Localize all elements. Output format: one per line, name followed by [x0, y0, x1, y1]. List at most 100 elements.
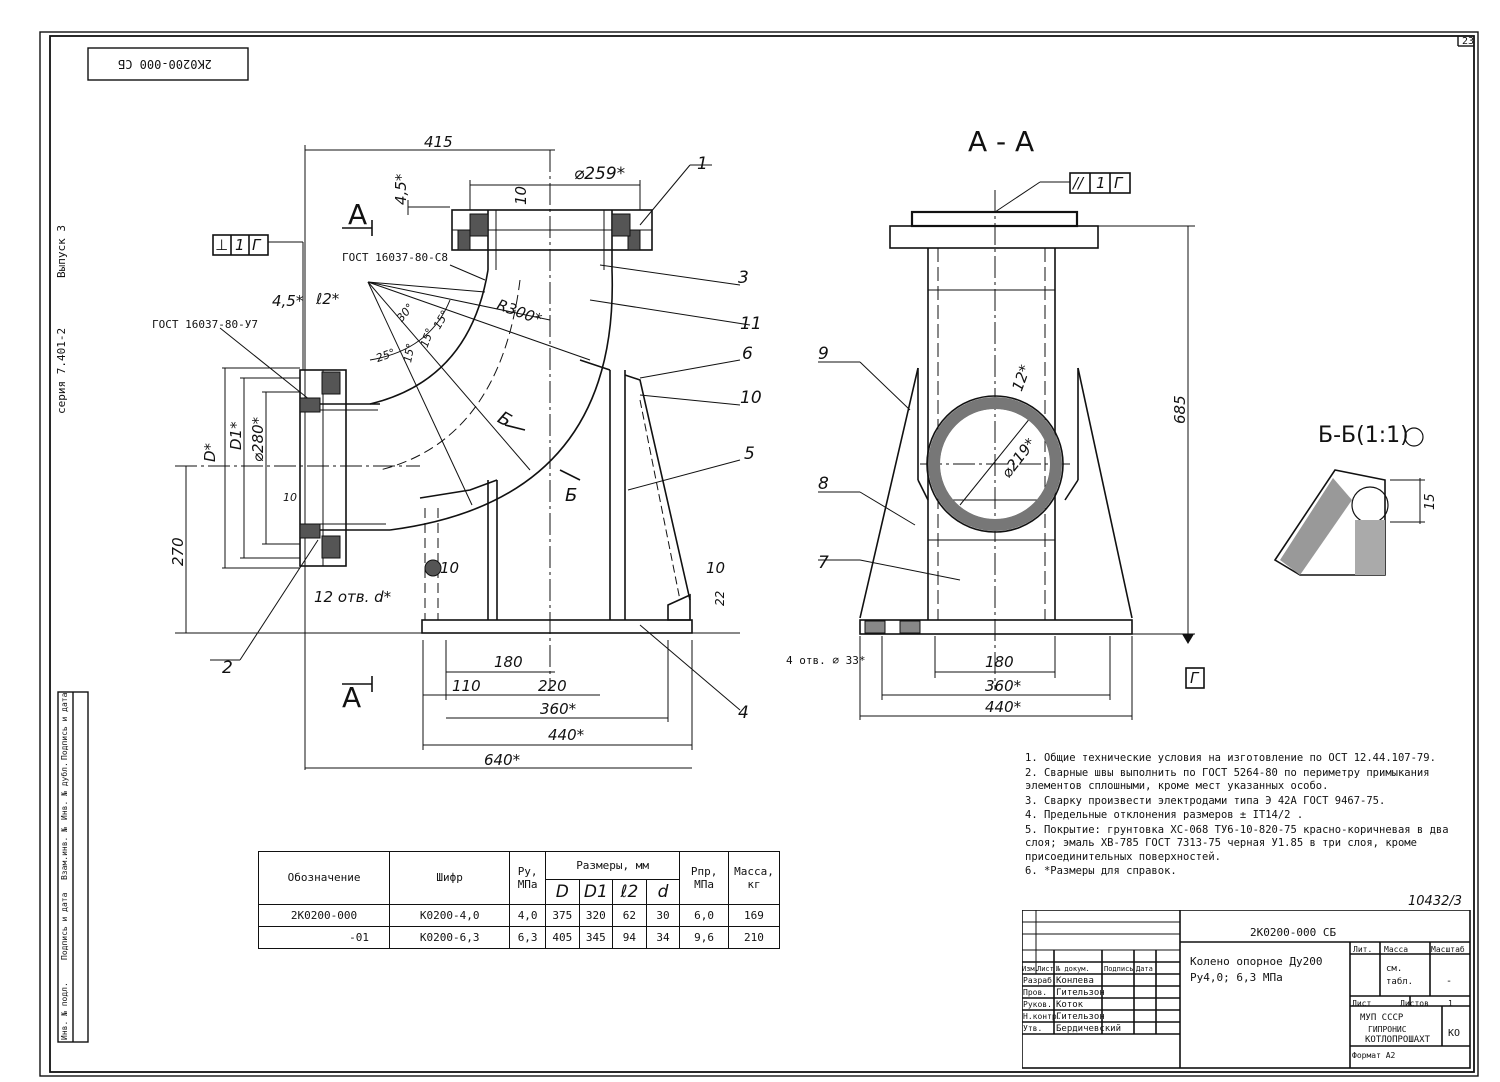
section-mark-b-2: Б: [565, 485, 578, 506]
dim-12-holes: 12 отв. d*: [314, 588, 392, 606]
dim-l2: ℓ2*: [316, 290, 340, 308]
sheet-number: 23: [1462, 36, 1475, 47]
datum-parallel-value: 1: [1096, 174, 1106, 192]
table-row: -01 К0200-6,3 6,3 405 345 94 34 9,6 210: [257, 925, 781, 950]
dim-640: 640*: [484, 751, 521, 769]
callout-6: 6: [742, 344, 753, 364]
strip-inv-number: Инв. № подл.: [60, 982, 69, 1040]
cell-py: 6,3: [509, 925, 546, 950]
th-b2: ℓ2: [612, 879, 647, 905]
tb-lit: Лит.: [1353, 945, 1373, 954]
tb-role-checked: Пров.: [1023, 988, 1048, 997]
cell-code: К0200-6,3: [389, 925, 511, 950]
cell-designation: -01: [257, 925, 391, 950]
tb-role-developer: Разраб.: [1023, 976, 1057, 985]
note-5: 5. Покрытие: грунтовка ХС-068 ТУ6-10-820…: [1025, 823, 1449, 863]
spec-table: Обозначение Шифр Py, МПа Размеры, мм Pпр…: [257, 850, 781, 950]
tb-role-norm: Н.контр.: [1023, 1012, 1062, 1021]
tb-col-sign: Подпись: [1104, 965, 1134, 973]
dim-10-gusset: 10: [706, 559, 726, 577]
callout-9: 9: [818, 344, 829, 364]
callout-5: 5: [744, 444, 755, 464]
section-bb-title: Б-Б(1:1): [1318, 423, 1409, 448]
note-3: 3. Сварку произвести электродами типа Э …: [1025, 794, 1386, 807]
datum-parallel-ref: Г: [1114, 174, 1123, 192]
note-1: 1. Общие технические условия на изготовл…: [1025, 752, 1436, 764]
callout-2: 2: [222, 658, 233, 678]
cell-D: 375: [545, 903, 580, 927]
dim-110: 110: [452, 677, 481, 695]
tb-mass-value: см. табл.: [1386, 964, 1414, 987]
dim-220: 220: [538, 677, 567, 695]
dim-d280: ⌀280*: [249, 416, 267, 462]
cell-D1: 345: [578, 925, 614, 950]
datum-perp-symbol: ⊥: [215, 236, 229, 254]
th-mass: Масса, кг: [727, 851, 781, 905]
tb-scale-label: Масштаб: [1431, 945, 1465, 954]
tb-role-head: Руков.: [1023, 1000, 1052, 1009]
dim-d259: ⌀259*: [574, 164, 626, 184]
weld-label-y7: ГОСТ 16037-80-У7: [152, 318, 258, 331]
issue-label: Выпуск 3: [55, 225, 68, 278]
cell-mass: 169: [727, 903, 781, 927]
th-D1: D1: [578, 879, 614, 905]
dim-685: 685: [1171, 395, 1189, 424]
cell-py: 4,0: [509, 903, 546, 927]
tb-name-line2: Ру4,0; 6,3 МПа: [1190, 971, 1283, 984]
callout-8: 8: [818, 474, 829, 494]
th-D: D: [545, 879, 580, 905]
weld-label-c8: ГОСТ 16037-80-С8: [342, 251, 448, 264]
tb-org-line1: МУП СССР: [1360, 1013, 1404, 1023]
cell-designation: 2К0200-000: [257, 903, 391, 927]
tb-sheets-value: 1: [1448, 999, 1453, 1008]
strip-dup-inv: Инв. № дубл.: [60, 762, 69, 820]
th-code: Шифр: [389, 851, 511, 905]
tb-col-izm: Изм.: [1022, 965, 1039, 973]
tb-col-list: Лист: [1037, 965, 1054, 973]
tb-name-approved: Бердичевский: [1056, 1024, 1122, 1034]
dim-10-rib: 10: [440, 559, 460, 577]
tb-name-head: Коток: [1056, 1000, 1084, 1010]
dim-aa-180: 180: [985, 653, 1014, 671]
dim-440: 440*: [548, 726, 585, 744]
tb-document-code: 2К0200-000 СБ: [1250, 926, 1337, 939]
section-aa-title: А - А: [968, 125, 1035, 158]
dim-4-holes: 4 отв. ⌀ 33*: [786, 654, 866, 667]
dim-360: 360*: [540, 700, 577, 718]
section-mark-a-bottom: А: [342, 681, 362, 714]
dim-bb-15: 15: [1423, 493, 1438, 510]
dim-aa-440: 440*: [985, 698, 1022, 716]
tb-format: Формат А2: [1352, 1051, 1396, 1060]
tb-role-approved: Утв.: [1023, 1024, 1043, 1033]
cell-b2: 62: [612, 903, 647, 927]
datum-perp-ref: Г: [252, 236, 261, 254]
datum-perp-value: 1: [235, 236, 245, 254]
tb-org-line2: ГИПРОНИС: [1368, 1025, 1407, 1034]
th-d: d: [645, 879, 681, 905]
tb-sheet-label: Лист: [1352, 999, 1372, 1008]
technical-notes: 1. Общие технические условия на изготовл…: [1025, 752, 1465, 880]
callout-10: 10: [740, 388, 762, 408]
callout-1: 1: [697, 154, 708, 174]
title-block-frame: [1022, 910, 1471, 1069]
note-2: 2. Сварные швы выполнить по ГОСТ 5264-80…: [1025, 766, 1430, 793]
dim-10-top: 10: [512, 185, 530, 205]
th-py: Py, МПа: [509, 851, 546, 905]
dim-180: 180: [494, 653, 523, 671]
cell-code: К0200-4,0: [389, 903, 511, 927]
cell-D: 405: [545, 925, 580, 950]
datum-g: Г: [1190, 669, 1199, 687]
dim-22: 22: [713, 590, 727, 606]
note-6: 6. *Размеры для справок.: [1025, 865, 1177, 877]
tb-sheets-label: Листов: [1400, 999, 1429, 1008]
cell-D1: 320: [578, 903, 614, 927]
dim-4-5-top: 4,5*: [392, 173, 410, 205]
dim-D: D*: [201, 442, 219, 462]
tb-mass-label: Масса: [1384, 945, 1409, 954]
dim-aa-360: 360*: [985, 677, 1022, 695]
cell-d: 30: [645, 903, 681, 927]
strip-sign-date-1: Подпись и дата: [60, 892, 69, 960]
strip-sign-date-2: Подпись и дата: [60, 692, 69, 760]
note-4: 4. Предельные отклонения размеров ± IT14…: [1025, 809, 1304, 821]
